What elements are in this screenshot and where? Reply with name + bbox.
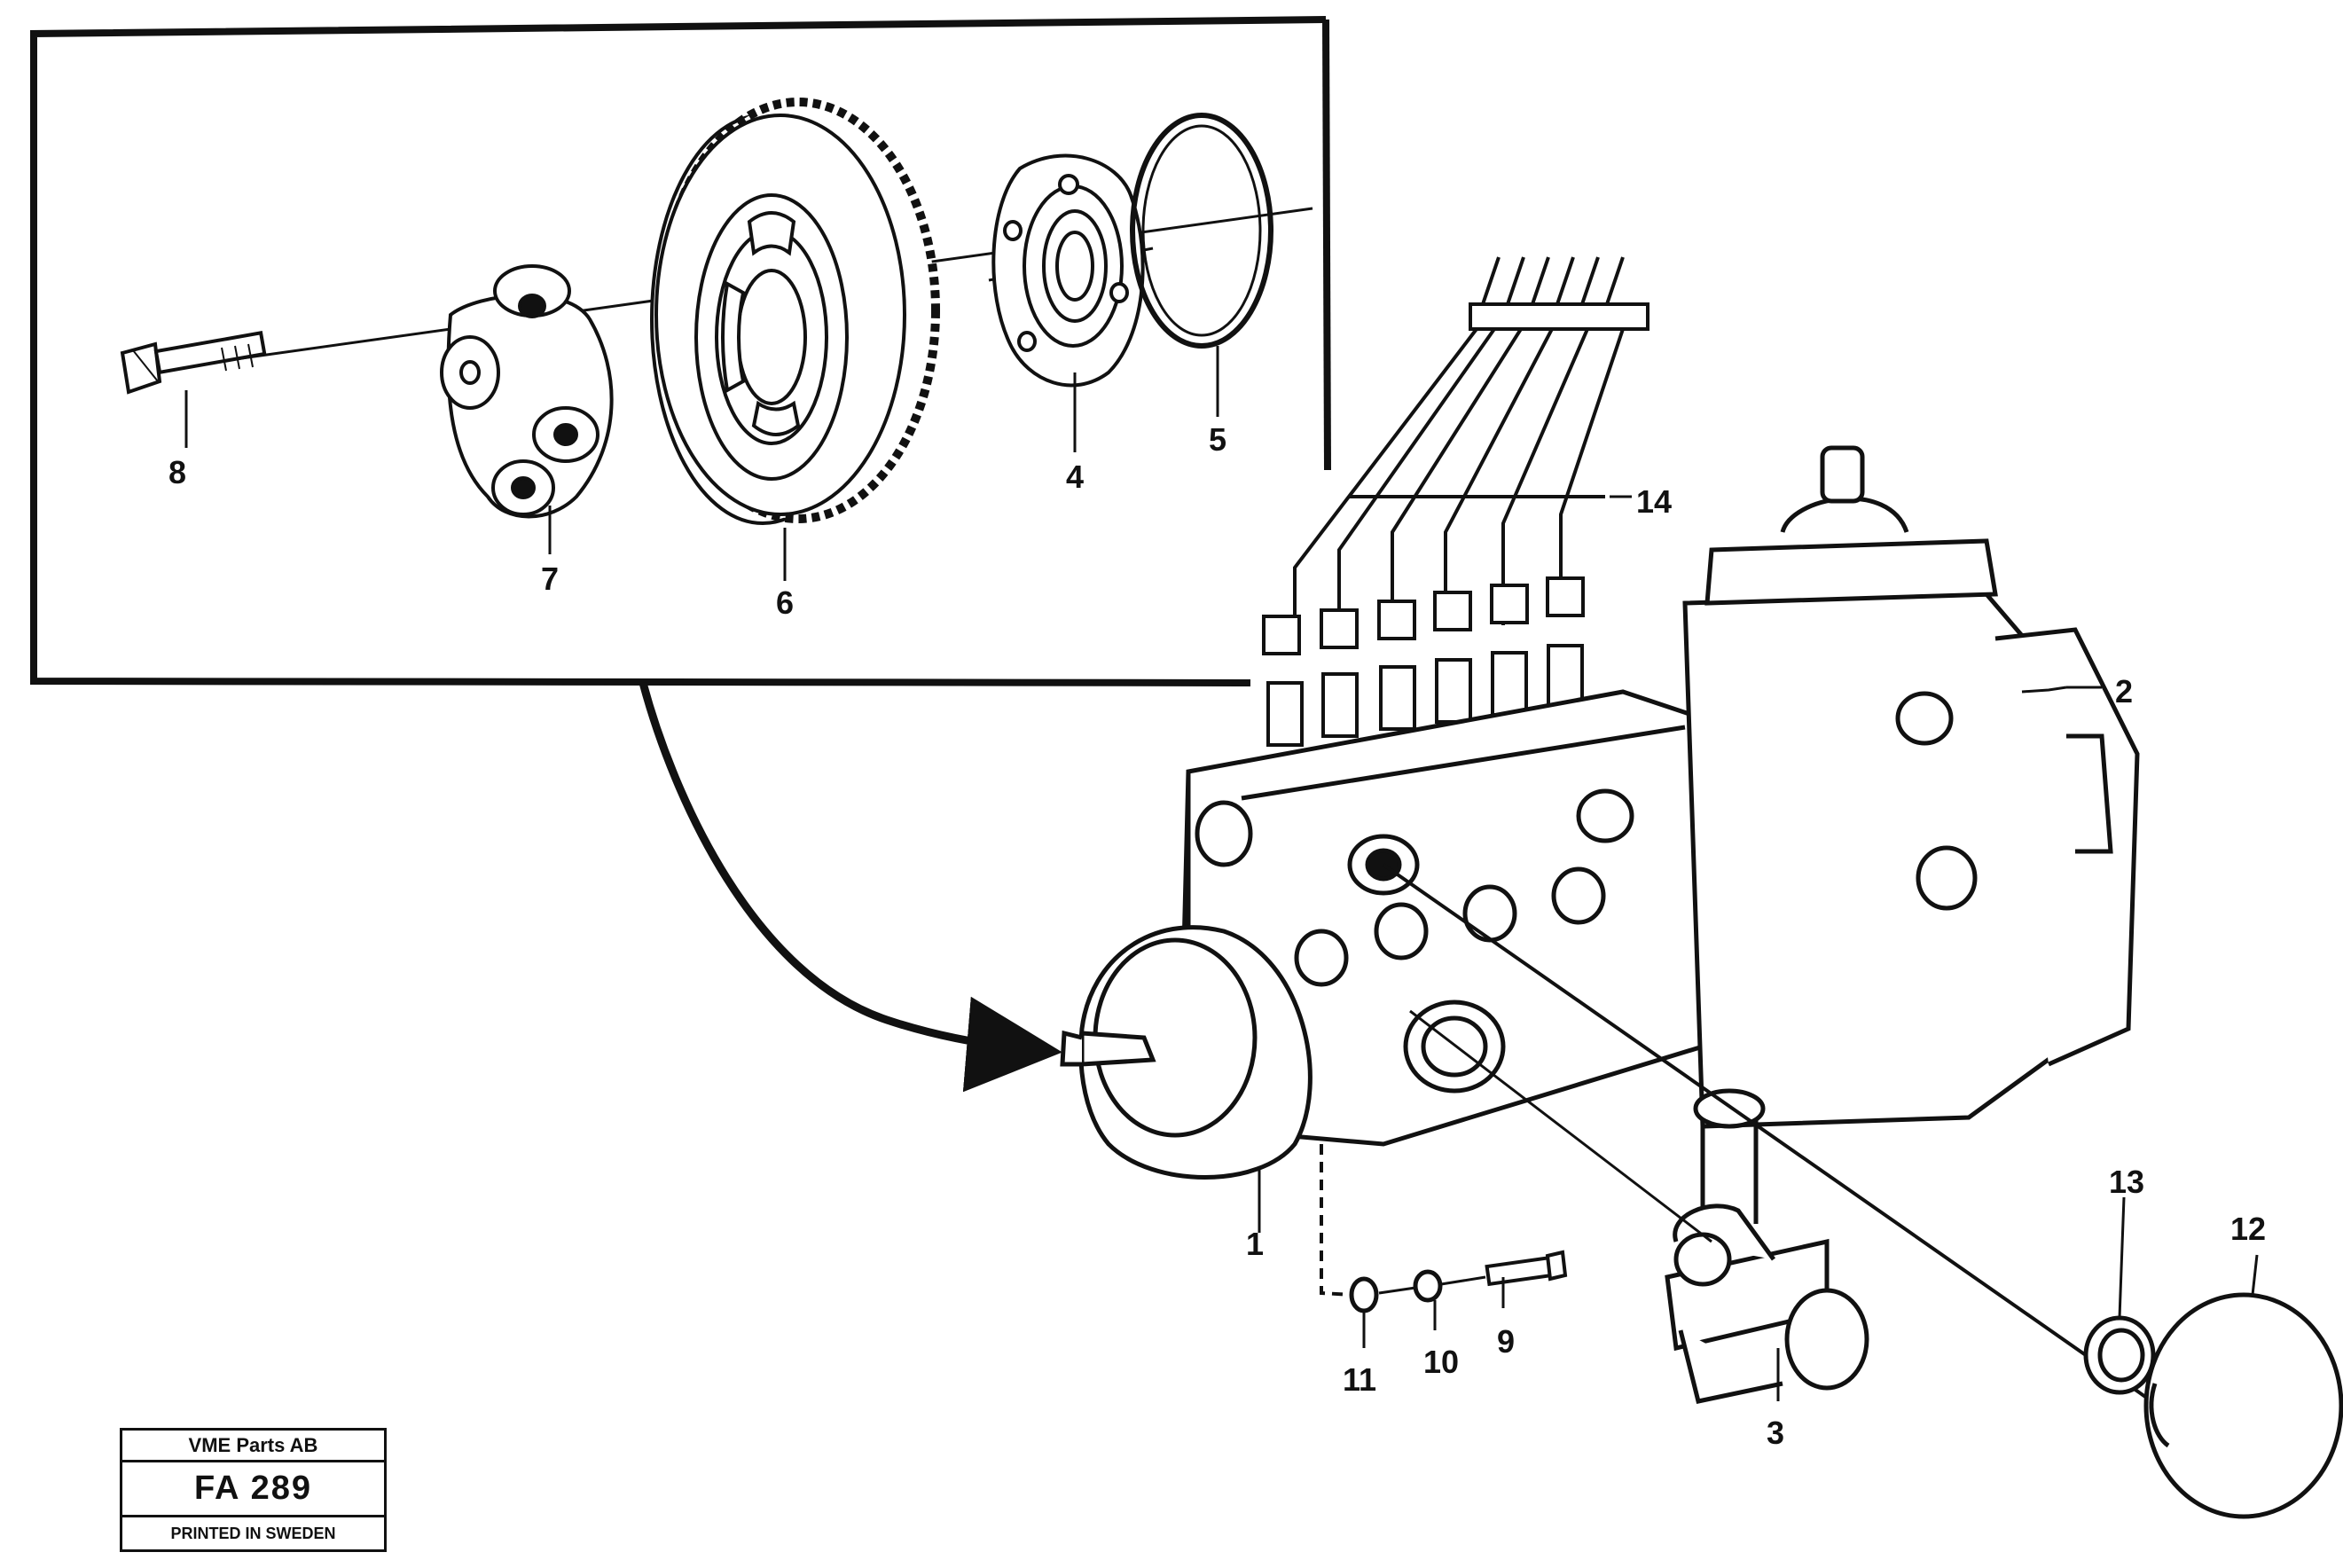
callout-8: 8 — [168, 454, 186, 490]
callout-2: 2 — [2115, 673, 2133, 710]
supply-pump — [1665, 1088, 1869, 1404]
callout-3: 3 — [1767, 1415, 1784, 1451]
callout-12: 12 — [2230, 1211, 2266, 1247]
cover-axis-line — [1382, 863, 2179, 1421]
callout-10: 10 — [1423, 1344, 1459, 1380]
title-block: VME Parts AB FA 289 PRINTED IN SWEDEN — [120, 1428, 387, 1552]
pipe-nuts — [1262, 576, 1585, 655]
callout-5: 5 — [1209, 421, 1226, 458]
callout-4: 4 — [1066, 459, 1084, 495]
gear-part — [650, 98, 940, 525]
bearing-plate-part — [991, 153, 1145, 388]
reference-arrow — [639, 681, 1062, 1093]
callout-11: 11 — [1343, 1361, 1376, 1398]
flange-hub-part — [440, 264, 614, 519]
callout-14: 14 — [1636, 483, 1672, 520]
figure-code: FA 289 — [122, 1462, 384, 1517]
printed-note: PRINTED IN SWEDEN — [170, 1524, 336, 1542]
washer-11 — [1349, 1276, 1379, 1313]
pump-body — [1060, 689, 1705, 1180]
o-ring-part — [1130, 113, 1273, 349]
delivery-valves — [1266, 644, 1584, 747]
callout-13: 13 — [2109, 1164, 2144, 1200]
fuel-lines — [1293, 256, 1650, 625]
washer-10 — [1413, 1269, 1443, 1303]
inset-box — [30, 16, 1331, 686]
screw-part — [1485, 1250, 1568, 1287]
callout-1: 1 — [1246, 1226, 1264, 1262]
bolt-part — [120, 331, 267, 395]
seal-ring-part — [2083, 1315, 2156, 1395]
callout-9: 9 — [1497, 1323, 1515, 1360]
callout-6: 6 — [776, 584, 794, 621]
company-name: VME Parts AB — [122, 1431, 384, 1462]
callout-7: 7 — [541, 561, 559, 597]
governor-housing — [1682, 445, 2140, 1129]
cover-part — [2143, 1292, 2343, 1519]
